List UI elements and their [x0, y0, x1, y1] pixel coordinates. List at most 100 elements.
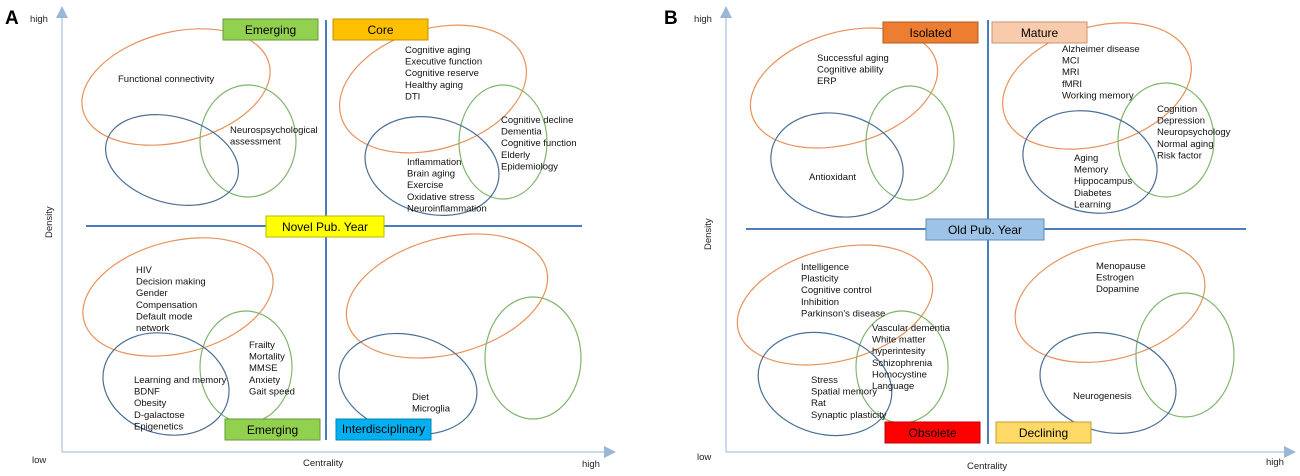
panel-a-high-x: high: [582, 459, 600, 470]
term: Neuropsychology: [1157, 127, 1231, 138]
term: Learning and memory: [134, 375, 227, 386]
term: Intelligence: [801, 262, 849, 273]
term: D-galactose: [134, 410, 185, 421]
panel-a: A high low high Centrality Density Funct…: [5, 6, 616, 470]
term: Compensation: [136, 300, 197, 311]
a-core-box: [332, 18, 429, 41]
term: fMRI: [1062, 79, 1082, 90]
panel-a-high-y: high: [30, 14, 48, 25]
term: Menopause: [1096, 261, 1146, 272]
panel-a-y-label: Density: [44, 206, 55, 238]
term: Language: [872, 381, 914, 392]
b-q4-blue-ellipse: [1039, 332, 1177, 434]
a-q2-blue-ellipse: [364, 116, 500, 216]
a-q3-orange-ellipse: [82, 237, 274, 357]
panel-b-x-label: Centrality: [967, 461, 1007, 472]
term: Decision making: [136, 277, 206, 288]
term: Healthy aging: [405, 80, 463, 91]
term: Dopamine: [1096, 284, 1139, 295]
term: Parkinson’s disease: [801, 308, 885, 319]
b-q1-blue-terms: Antioxidant: [809, 172, 856, 183]
b-q1-orange-ellipse: [749, 27, 939, 149]
term: Learning: [1074, 199, 1111, 210]
b-q4-blue-terms: Neurogenesis: [1073, 391, 1132, 402]
panel-b-letter: B: [664, 8, 678, 29]
b-q3-orange-ellipse: [736, 244, 934, 366]
term: Oxidative stress: [407, 192, 475, 203]
a-q4-green-ellipse: [484, 296, 582, 420]
b-q2-green-ellipse: [1117, 82, 1215, 198]
term: Gait speed: [249, 386, 295, 397]
panel-b: B high low high Centrality Density Succe…: [664, 6, 1296, 472]
b-center-label: Old Pub. Year: [948, 223, 1022, 237]
term: Cognitive ability: [817, 65, 884, 76]
term: Diabetes: [1074, 188, 1112, 199]
term: Frailty: [249, 340, 275, 351]
term: Stress: [811, 375, 838, 386]
b-isolated-label: Isolated: [909, 26, 951, 40]
term: Inflammation: [407, 157, 461, 168]
term: Mortality: [249, 352, 285, 363]
term: Depression: [1157, 116, 1205, 127]
term: MCI: [1062, 56, 1079, 67]
b-obsolete-label: Obsolete: [908, 426, 956, 440]
a-q4-orange-ellipse: [345, 233, 549, 359]
a-interdisciplinary-box: [335, 418, 432, 441]
term: Normal aging: [1157, 139, 1214, 150]
term: Inhibition: [801, 297, 839, 308]
term: Antioxidant: [809, 172, 856, 183]
a-center-box: [265, 215, 385, 238]
term: Brain aging: [407, 169, 455, 180]
term: Plasticity: [801, 274, 839, 285]
term: Successful aging: [817, 53, 889, 64]
b-q4-green-ellipse: [1135, 292, 1235, 418]
b-declining-label: Declining: [1019, 426, 1068, 440]
term: Obesity: [134, 398, 166, 409]
term: Alzheimer disease: [1062, 44, 1140, 55]
term: Working memory: [1062, 90, 1134, 101]
a-q3-blue-ellipse: [102, 332, 230, 436]
a-q1-green-ellipse: [199, 84, 297, 198]
term: Rat: [811, 398, 826, 409]
a-q1-orange-terms: Functional connectivity: [118, 74, 214, 85]
a-center-label: Novel Pub. Year: [282, 220, 368, 234]
term: Cognitive reserve: [405, 68, 479, 79]
panel-b-high-y: high: [694, 14, 712, 25]
term: Executive function: [405, 57, 482, 68]
term: network: [136, 323, 170, 334]
term: Hippocampus: [1074, 176, 1132, 187]
term: HIV: [136, 265, 153, 276]
a-core-label: Core: [367, 23, 393, 37]
panel-b-low: low: [697, 452, 711, 463]
panel-b-y-label: Density: [703, 218, 714, 250]
panel-a-letter: A: [5, 8, 19, 29]
term: Risk factor: [1157, 150, 1202, 161]
term: Gender: [136, 288, 168, 299]
term: MRI: [1062, 67, 1079, 78]
b-center-box: [925, 218, 1045, 241]
term: Homocystine: [872, 369, 927, 380]
term: Neurospsychological: [230, 125, 318, 136]
term: Diet: [412, 392, 429, 403]
term: Cognitive decline: [501, 115, 573, 126]
term: Cognitive aging: [405, 45, 471, 56]
term: Schizophrenia: [872, 358, 933, 369]
term: Functional connectivity: [118, 74, 214, 85]
b-q1-blue-ellipse: [770, 112, 904, 218]
b-q1-green-ellipse: [865, 85, 955, 201]
term: Default mode: [136, 311, 193, 322]
a-q3-green-ellipse: [199, 310, 293, 424]
